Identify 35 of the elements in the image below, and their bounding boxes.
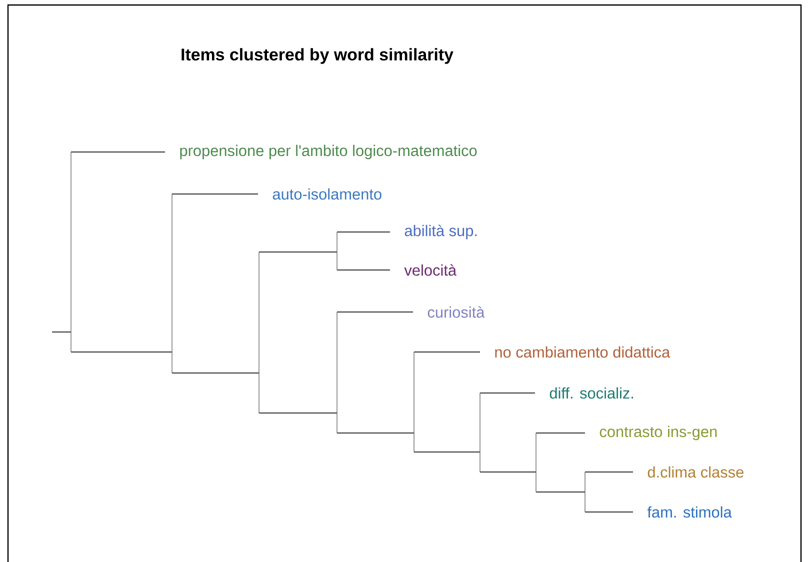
branch-line	[259, 251, 337, 253]
branch-line	[480, 392, 535, 394]
branch-line	[259, 412, 337, 414]
branch-line	[258, 252, 260, 414]
branch-line	[71, 351, 172, 353]
branch-line	[480, 471, 536, 473]
branch-line	[52, 331, 71, 333]
leaf-label: d.clima classe	[648, 466, 744, 478]
branch-line	[337, 432, 414, 434]
branch-line	[336, 232, 338, 270]
leaf-label: curiosità	[428, 306, 485, 318]
branch-line	[336, 312, 338, 434]
leaf-label: no cambiamento didattica	[495, 346, 670, 358]
branch-line	[414, 451, 480, 453]
branch-line	[172, 193, 258, 195]
branch-line	[337, 231, 390, 233]
branch-line	[585, 511, 633, 513]
branch-line	[536, 491, 585, 493]
branch-line	[71, 151, 165, 153]
branch-line	[585, 471, 633, 473]
branch-line	[70, 152, 72, 352]
branch-line	[337, 311, 413, 313]
branch-line	[172, 372, 259, 374]
branch-line	[584, 472, 586, 512]
branch-line	[414, 351, 480, 353]
branch-line	[536, 432, 585, 434]
branch-line	[337, 269, 390, 271]
leaf-label: abilità sup.	[404, 224, 477, 240]
chart-title: Items clustered by word similarity	[182, 48, 454, 64]
leaf-label: contrasto ins-gen	[600, 426, 717, 440]
leaf-label: auto-isolamento	[272, 188, 382, 200]
leaf-label: diff. socializ.	[550, 387, 634, 399]
leaf-label: velocità	[404, 264, 457, 276]
leaf-label: fam. stimola	[647, 506, 732, 518]
leaf-label: propensione per l'ambito logico-matematico	[180, 144, 477, 160]
